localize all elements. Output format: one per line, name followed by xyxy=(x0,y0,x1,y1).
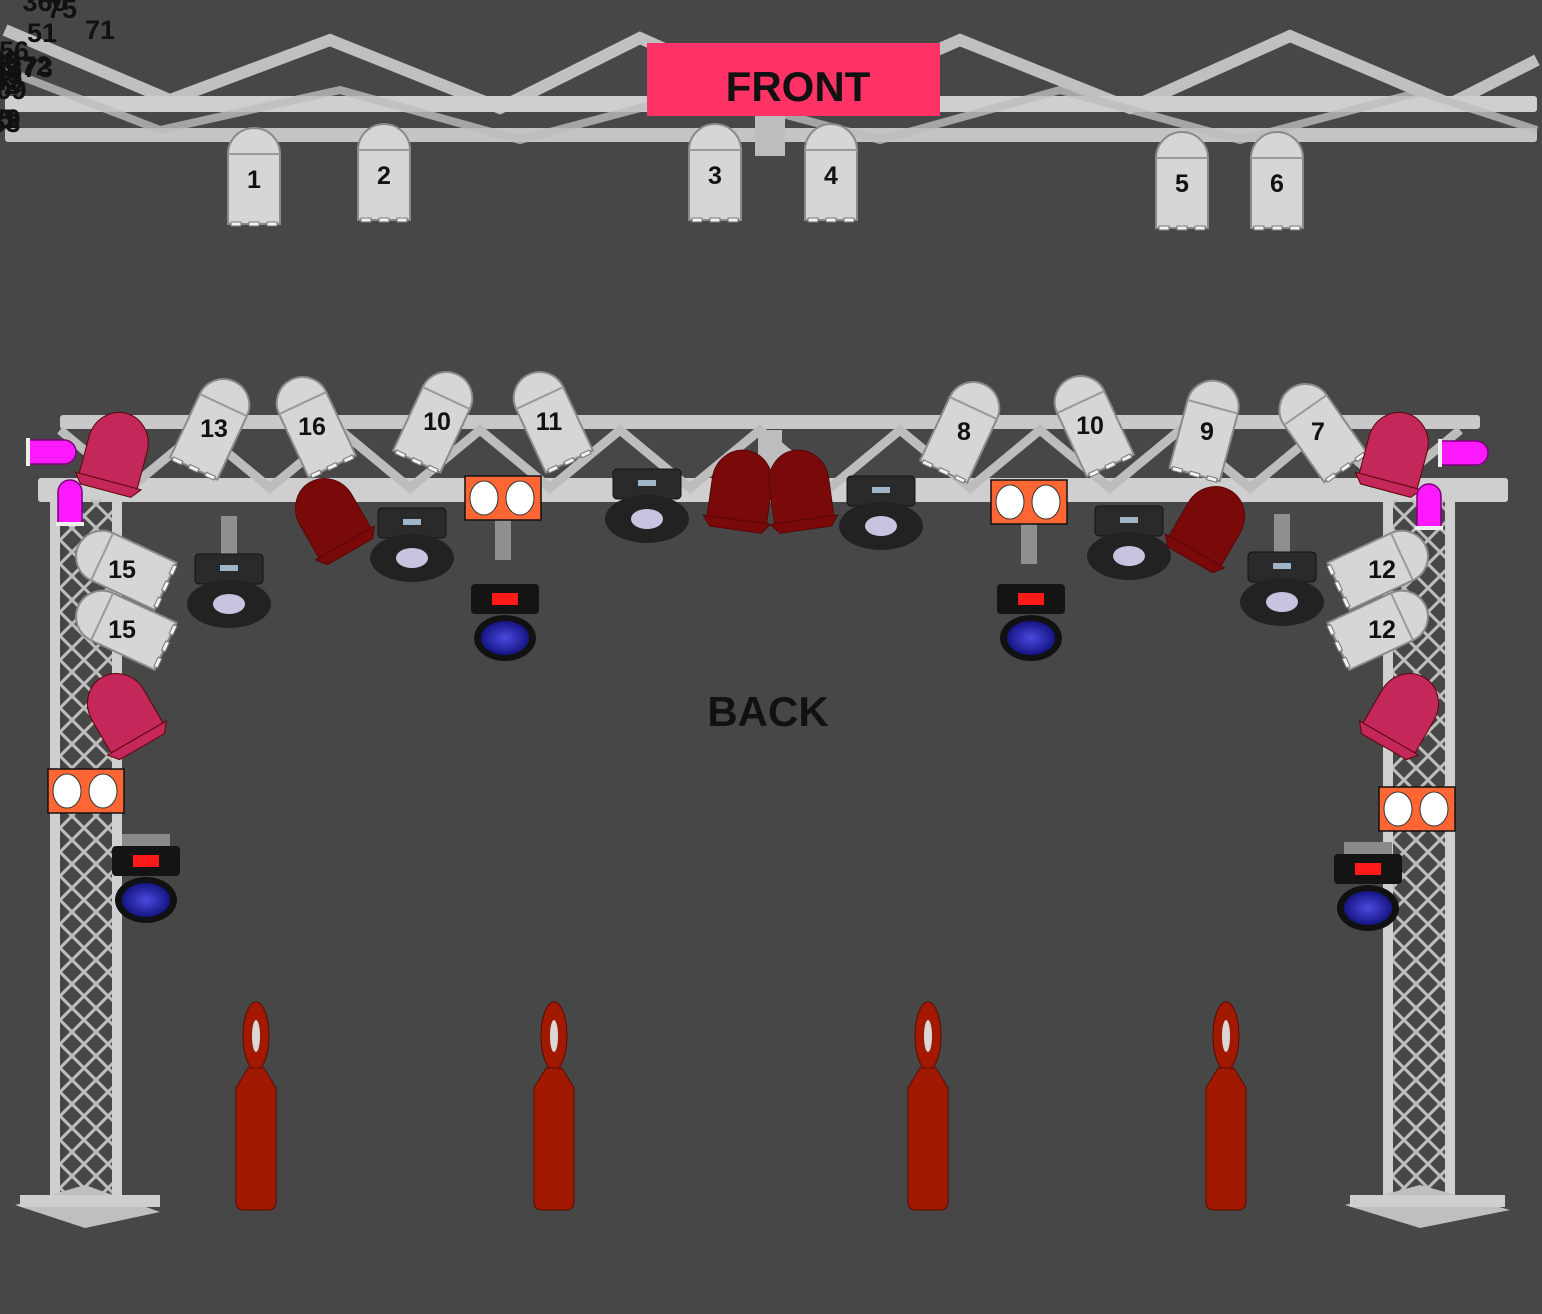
fixture-label: 360 xyxy=(22,0,67,17)
fixture-label: 10 xyxy=(423,408,451,436)
fixture-label: 3 xyxy=(708,162,722,190)
par-can-icon: 10 xyxy=(1053,375,1136,478)
fixture-label: 56 xyxy=(0,36,29,66)
fixture-label: 223 xyxy=(0,50,13,80)
back-label: BACK xyxy=(707,688,828,735)
par-can-icon: 15 xyxy=(75,529,178,612)
fixture-label: 10 xyxy=(1076,412,1104,440)
fixture-label: 2 xyxy=(377,162,391,190)
par-can-icon: 15 xyxy=(75,589,178,672)
fixture-label: 263 xyxy=(0,108,21,138)
strobe-icon xyxy=(1438,439,1489,467)
uplight-icon xyxy=(533,1001,575,1211)
fixture-label: 8 xyxy=(957,418,971,446)
par-can-icon: 4 xyxy=(804,123,858,223)
uplight-icon xyxy=(1205,1001,1247,1211)
par-can-icon: 9 xyxy=(1168,379,1240,483)
fixture-label: 73 xyxy=(23,53,53,83)
par-can-icon: 6 xyxy=(1250,131,1304,231)
fixture-label: 15 xyxy=(108,556,136,584)
par-can-icon: 12 xyxy=(1326,529,1429,612)
fixture-label: 4 xyxy=(824,162,838,190)
par-can-icon: 12 xyxy=(1326,589,1429,672)
spot-head-icon xyxy=(1087,505,1171,580)
strobe-icon xyxy=(56,479,84,526)
fixture-label: 5 xyxy=(1175,170,1189,198)
led-wash-icon xyxy=(112,834,180,923)
fixture-label: 243 xyxy=(0,60,23,90)
fixture-label: 311 xyxy=(0,104,18,134)
spot-head-icon xyxy=(370,507,454,582)
fixtures-layer: 1234561316101181097151512125619273543615… xyxy=(0,0,1489,1211)
fixture-label: 12 xyxy=(1368,616,1396,644)
moving-head-icon xyxy=(1164,486,1246,574)
par-can-icon: 5 xyxy=(1155,131,1209,231)
fixture-label: 295 xyxy=(0,104,13,134)
fixture-label: 15 xyxy=(108,616,136,644)
moving-head-icon xyxy=(1354,411,1429,498)
par-can-icon: 7 xyxy=(1278,382,1369,484)
fixture-label: 6 xyxy=(1270,170,1284,198)
fixture-label: 203 xyxy=(0,54,19,84)
fixture-label: 19 xyxy=(0,46,19,76)
fixture-label: 109 xyxy=(0,75,27,105)
fixture-label: 13 xyxy=(200,415,228,443)
fixture-label: 11 xyxy=(536,408,563,436)
fixture-label: 183 xyxy=(0,50,15,80)
moving-head-icon xyxy=(1358,673,1440,761)
led-wash-icon xyxy=(1334,842,1402,931)
par-can-icon: 3 xyxy=(688,123,742,223)
fixture-label: 92 xyxy=(0,70,19,100)
fixture-label: 35 xyxy=(0,46,21,76)
fixture-label: 16 xyxy=(298,413,326,441)
moving-head-icon xyxy=(768,449,839,534)
par-can-icon: 8 xyxy=(918,381,1001,484)
spot-head-icon xyxy=(1240,514,1324,626)
par-can-icon: 16 xyxy=(275,376,358,479)
fixture-label: 51 xyxy=(27,18,57,48)
strobe-icon xyxy=(1415,483,1443,530)
strobe-icon xyxy=(26,438,77,466)
blinder-icon xyxy=(47,768,125,814)
par-can-icon: 11 xyxy=(512,371,595,474)
fixture-label: 163 xyxy=(0,54,23,84)
blinder-icon xyxy=(464,475,542,560)
fixture-label: 1 xyxy=(247,166,261,194)
fixture-label: 72 xyxy=(21,51,51,81)
par-can-icon: 13 xyxy=(168,378,251,481)
uplight-icon xyxy=(907,1001,949,1211)
fixture-label: 9 xyxy=(1200,418,1214,446)
par-can-icon: 10 xyxy=(391,371,474,474)
spot-head-icon xyxy=(187,516,271,628)
moving-head-icon xyxy=(294,478,376,566)
moving-head-icon xyxy=(86,673,168,761)
moving-head-icon xyxy=(74,411,149,498)
fixture-label: 27 xyxy=(0,46,1,76)
blinder-icon xyxy=(990,479,1068,564)
fixture-label: 143 xyxy=(0,66,23,96)
spot-head-icon xyxy=(839,475,923,550)
par-can-icon: 2 xyxy=(357,123,411,223)
front-banner: FRONT xyxy=(647,43,940,116)
fixture-label: 75 xyxy=(47,0,77,24)
uplight-icon xyxy=(235,1001,277,1211)
spot-head-icon xyxy=(605,468,689,543)
fixture-label: 7 xyxy=(1311,418,1325,446)
fixture-label: 12 xyxy=(1368,556,1396,584)
led-wash-icon xyxy=(997,584,1065,661)
fixture-label: 71 xyxy=(85,15,115,45)
front-label: FRONT xyxy=(726,63,871,110)
blinder-icon xyxy=(1378,786,1456,832)
fixture-label: 279 xyxy=(0,104,21,134)
moving-head-icon xyxy=(702,449,773,534)
par-can-icon: 1 xyxy=(227,127,281,227)
led-wash-icon xyxy=(471,584,539,661)
